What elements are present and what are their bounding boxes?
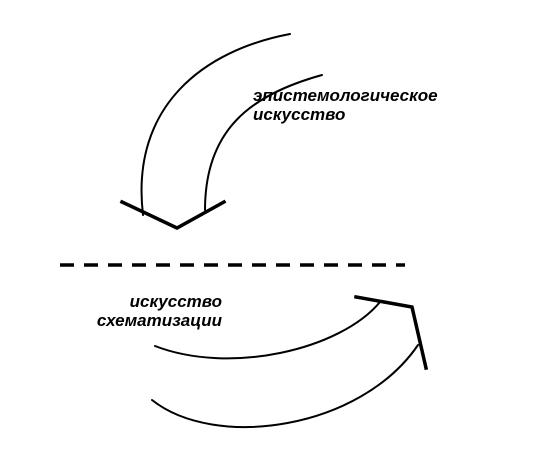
bottom-curved-arrow <box>151 294 429 429</box>
top-arrow-outer-arc <box>140 33 291 216</box>
top-curved-arrow <box>119 33 323 230</box>
bottom-label-line1: искусство <box>129 292 222 311</box>
bottom-arrow-inner-arc <box>154 301 381 360</box>
bottom-arrowhead <box>353 294 429 371</box>
top-label-line2: искусство <box>253 105 346 124</box>
bottom-arrow-outer-arc <box>151 344 419 429</box>
epistemological-art-label: эпистемологическое искусство <box>253 86 438 124</box>
top-label-line1: эпистемологическое <box>253 86 438 105</box>
top-arrow-inner-arc <box>204 74 323 211</box>
top-arrowhead <box>119 199 227 230</box>
bottom-label-line2: схематизации <box>96 311 222 330</box>
schematization-art-label: искусство схематизации <box>90 292 222 330</box>
